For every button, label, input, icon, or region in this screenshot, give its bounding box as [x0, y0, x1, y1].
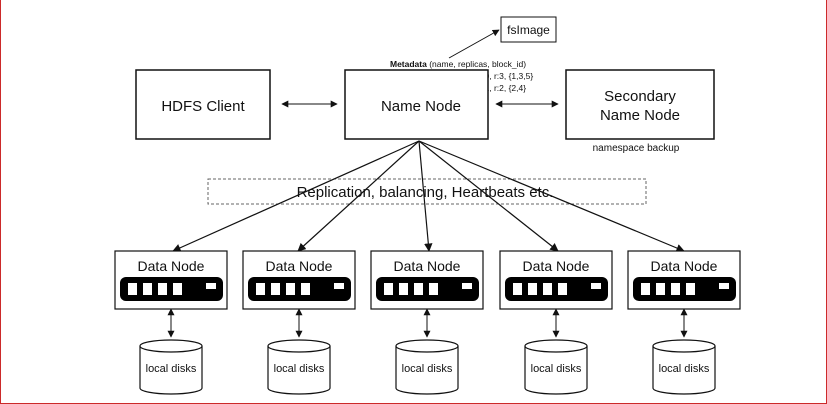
drive-slot	[286, 283, 295, 295]
drive-slot	[143, 283, 152, 295]
drive-slot	[271, 283, 280, 295]
metadata-header-rest: (name, replicas, block_id)	[427, 59, 526, 69]
hdfs-client-label: HDFS Client	[161, 98, 245, 115]
local-disks-cylinder	[267, 346, 331, 395]
drive-slot	[128, 283, 137, 295]
local-disks-cylinder	[524, 346, 588, 395]
data-node-label: Data Node	[523, 258, 590, 274]
local-disks-label: local disks	[146, 363, 197, 375]
fsimage-box	[500, 16, 557, 43]
local-disks-cylinder-top	[139, 339, 203, 353]
metadata-header: Metadata (name, replicas, block_id)	[390, 59, 526, 69]
local-disks-cylinder	[395, 346, 459, 395]
data-node-label: Data Node	[138, 258, 205, 274]
local-disks-cylinder	[652, 346, 716, 395]
status-led	[719, 283, 729, 289]
name-node-box	[344, 69, 489, 140]
namespace-backup-label: namespace backup	[593, 143, 680, 154]
local-disks-label: local disks	[659, 363, 710, 375]
metadata-header-bold: Metadata	[390, 59, 427, 69]
drive-slot	[543, 283, 552, 295]
data-node-1: Data Node local disks	[114, 250, 228, 395]
drive-slot	[384, 283, 393, 295]
local-disks-label: local disks	[531, 363, 582, 375]
data-node-label: Data Node	[651, 258, 718, 274]
local-disks-label: local disks	[402, 363, 453, 375]
drive-slot	[158, 283, 167, 295]
replication-box	[207, 178, 647, 205]
data-node-2: Data Node local disks	[242, 250, 356, 395]
data-node-5: Data Node local disks	[627, 250, 741, 395]
data-node-3: Data Node local disks	[370, 250, 484, 395]
secondary-name-node-line-1: Secondary	[604, 88, 676, 105]
local-disks-cylinder-top	[267, 339, 331, 353]
drive-slot	[528, 283, 537, 295]
arrow-to-datanode-5	[418, 140, 685, 252]
name-node-label: Name Node	[381, 98, 461, 115]
data-node-4: Data Node local disks	[499, 250, 613, 395]
data-node-label: Data Node	[266, 258, 333, 274]
secondary-name-node-box	[565, 69, 715, 140]
local-disks-cylinder-top	[652, 339, 716, 353]
fsimage-arrow	[448, 29, 500, 59]
arrow-to-datanode-2	[297, 140, 420, 252]
status-led	[334, 283, 344, 289]
secondary-name-node-line-2: Name Node	[600, 107, 680, 124]
drive-slot	[399, 283, 408, 295]
drive-slot	[656, 283, 665, 295]
drive-slot	[641, 283, 650, 295]
drive-slot	[414, 283, 423, 295]
local-disks-cylinder	[139, 346, 203, 395]
status-led	[462, 283, 472, 289]
status-led	[206, 283, 216, 289]
data-node-label: Data Node	[394, 258, 461, 274]
drive-slot	[558, 283, 567, 295]
arrow-to-datanode-4	[418, 140, 559, 252]
drive-slot	[513, 283, 522, 295]
local-disks-label: local disks	[274, 363, 325, 375]
drive-slot	[429, 283, 438, 295]
arrow-to-datanode-1	[172, 140, 420, 252]
replication-label: Replication, balancing, Heartbeats etc.	[297, 184, 554, 201]
namenode-to-datanodes-arrows	[172, 140, 685, 252]
local-disks-cylinder-top	[524, 339, 588, 353]
fsimage-label: fsImage	[507, 23, 550, 37]
drive-slot	[256, 283, 265, 295]
hdfs-client-box	[135, 69, 271, 140]
local-disks-cylinder-top	[395, 339, 459, 353]
arrow-to-datanode-3	[418, 140, 433, 252]
drive-slot	[301, 283, 310, 295]
status-led	[591, 283, 601, 289]
drive-slot	[671, 283, 680, 295]
drive-slot	[686, 283, 695, 295]
drive-slot	[173, 283, 182, 295]
